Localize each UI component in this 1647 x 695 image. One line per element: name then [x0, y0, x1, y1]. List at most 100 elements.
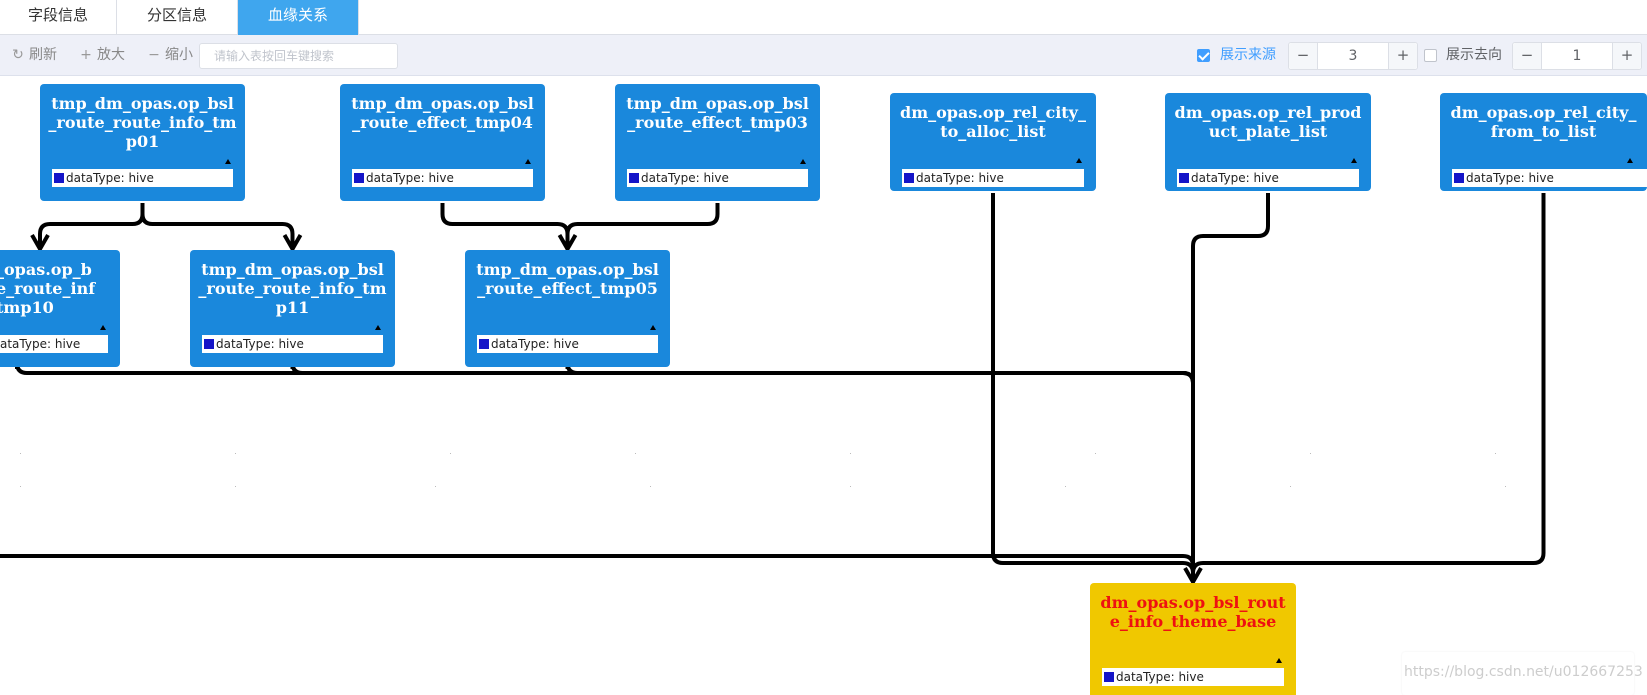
node-field: dataType: hive [1191, 171, 1279, 185]
search-input[interactable] [199, 43, 398, 69]
node-field-row: ataType: hive [0, 335, 108, 353]
lineage-node[interactable]: tmp_dm_opas.op_bsl_route_effect_tmp05 da… [465, 250, 670, 367]
lineage-edge [440, 203, 570, 247]
lineage-node[interactable]: tmp_dm_opas.op_bsl_route_effect_tmp04 da… [340, 84, 545, 201]
collapse-icon[interactable] [1351, 158, 1357, 163]
node-title: dm_opas.op_rel_product_plate_list [1174, 103, 1362, 141]
target-depth-decrease-button[interactable]: − [1513, 43, 1542, 69]
node-title: tmp_dm_opas.op_bsl_route_effect_tmp05 [476, 260, 659, 298]
grid-dot [850, 453, 851, 454]
minus-icon: − [148, 47, 160, 63]
node-title: dm_opas.op_rel_city_from_to_list [1450, 103, 1637, 141]
source-depth-stepper: − 3 + [1288, 42, 1418, 70]
source-depth-increase-button[interactable]: + [1388, 43, 1417, 69]
node-field-row: dataType: hive [52, 169, 233, 187]
lineage-node[interactable]: _opas.op_b e_route_inf tmp10 ataType: hi… [0, 250, 120, 367]
source-depth-decrease-button[interactable]: − [1289, 43, 1318, 69]
lineage-node-target[interactable]: dm_opas.op_bsl_route_info_theme_base dat… [1090, 583, 1296, 695]
node-field-row: dataType: hive [1102, 668, 1284, 686]
lineage-edge [38, 203, 145, 247]
show-source-checkbox[interactable] [1197, 49, 1210, 62]
show-target-checkbox[interactable] [1424, 49, 1437, 62]
tab-field-info[interactable]: 字段信息 [0, 0, 117, 35]
node-title: tmp_dm_opas.op_bsl_route_effect_tmp04 [351, 94, 534, 132]
target-depth-value[interactable]: 1 [1572, 48, 1582, 64]
source-depth-value[interactable]: 3 [1348, 48, 1358, 64]
refresh-icon: ↻ [12, 47, 24, 63]
grid-dot [20, 486, 21, 487]
field-icon [1104, 672, 1114, 682]
lineage-edge [140, 203, 295, 247]
node-field-row: dataType: hive [477, 335, 658, 353]
node-field-row: dataType: hive [1452, 169, 1647, 187]
collapse-icon[interactable] [375, 325, 381, 330]
node-title: tmp_dm_opas.op_bsl_route_route_info_tmp1… [198, 260, 387, 317]
grid-dot [850, 486, 851, 487]
lineage-edge [565, 203, 720, 247]
watermark: https://blog.csdn.net/u012667253 [1402, 652, 1643, 695]
node-field: dataType: hive [66, 171, 154, 185]
collapse-icon[interactable] [800, 159, 806, 164]
node-field-row: dataType: hive [202, 335, 383, 353]
lineage-edge [290, 362, 1195, 580]
tab-bar: 字段信息 分区信息 血缘关系 [0, 0, 1647, 35]
node-field-row: dataType: hive [902, 169, 1084, 187]
node-field: dataType: hive [916, 171, 1004, 185]
field-icon [204, 339, 214, 349]
field-icon [1179, 173, 1189, 183]
node-field: dataType: hive [216, 337, 304, 351]
zoom-out-button[interactable]: −缩小 [147, 35, 193, 75]
collapse-icon[interactable] [1076, 158, 1082, 163]
grid-dot [650, 486, 651, 487]
field-icon [54, 173, 64, 183]
field-icon [904, 173, 914, 183]
toolbar: ↻刷新 +放大 −缩小 展示来源 − 3 + 展示去向 − 1 + [0, 35, 1647, 76]
edge-arrowhead [30, 234, 50, 254]
lineage-edges [0, 193, 1546, 587]
lineage-edge [565, 362, 1195, 580]
node-title: tmp_dm_opas.op_bsl_route_effect_tmp03 [626, 94, 809, 132]
field-icon [354, 173, 364, 183]
lineage-node[interactable]: tmp_dm_opas.op_bsl_route_route_info_tmp1… [190, 250, 395, 367]
field-icon [1454, 173, 1464, 183]
collapse-icon[interactable] [1276, 658, 1282, 663]
node-field: dataType: hive [491, 337, 579, 351]
grid-dot [235, 453, 236, 454]
lineage-edge [15, 362, 1195, 580]
lineage-edge [1191, 193, 1546, 580]
collapse-icon[interactable] [525, 159, 531, 164]
grid-dot [450, 453, 451, 454]
tab-partition-info[interactable]: 分区信息 [117, 0, 238, 35]
grid-dot [1495, 453, 1496, 454]
edge-arrowhead [1183, 567, 1203, 587]
node-field: dataType: hive [641, 171, 729, 185]
refresh-button[interactable]: ↻刷新 [11, 35, 57, 75]
node-field: dataType: hive [366, 171, 454, 185]
lineage-node[interactable]: tmp_dm_opas.op_bsl_route_effect_tmp03 da… [615, 84, 820, 201]
lineage-canvas[interactable]: tmp_dm_opas.op_bsl_route_route_info_tmp0… [0, 76, 1647, 695]
node-field: dataType: hive [1466, 171, 1554, 185]
lineage-edge [0, 554, 1195, 567]
node-field-row: dataType: hive [1177, 169, 1359, 187]
node-title: dm_opas.op_bsl_route_info_theme_base [1100, 593, 1286, 631]
edge-arrowhead [557, 234, 578, 254]
collapse-icon[interactable] [100, 325, 106, 330]
target-depth-increase-button[interactable]: + [1612, 43, 1641, 69]
show-target-label[interactable]: 展示去向 [1446, 47, 1502, 63]
collapse-icon[interactable] [650, 325, 656, 330]
field-icon [629, 173, 639, 183]
lineage-node[interactable]: tmp_dm_opas.op_bsl_route_route_info_tmp0… [40, 84, 245, 201]
show-source-label[interactable]: 展示来源 [1220, 47, 1276, 63]
lineage-node[interactable]: dm_opas.op_rel_city_to_alloc_list dataTy… [890, 93, 1096, 191]
collapse-icon[interactable] [225, 159, 231, 164]
zoom-in-button[interactable]: +放大 [79, 35, 125, 75]
grid-dot [1065, 486, 1066, 487]
grid-dot [20, 453, 21, 454]
grid-dot [635, 453, 636, 454]
grid-dot [1505, 486, 1506, 487]
lineage-node[interactable]: dm_opas.op_rel_city_from_to_list dataTyp… [1440, 93, 1647, 191]
grid-dot [435, 486, 436, 487]
lineage-node[interactable]: dm_opas.op_rel_product_plate_list dataTy… [1165, 93, 1371, 191]
tab-lineage[interactable]: 血缘关系 [238, 0, 359, 35]
collapse-icon[interactable] [1627, 158, 1633, 163]
